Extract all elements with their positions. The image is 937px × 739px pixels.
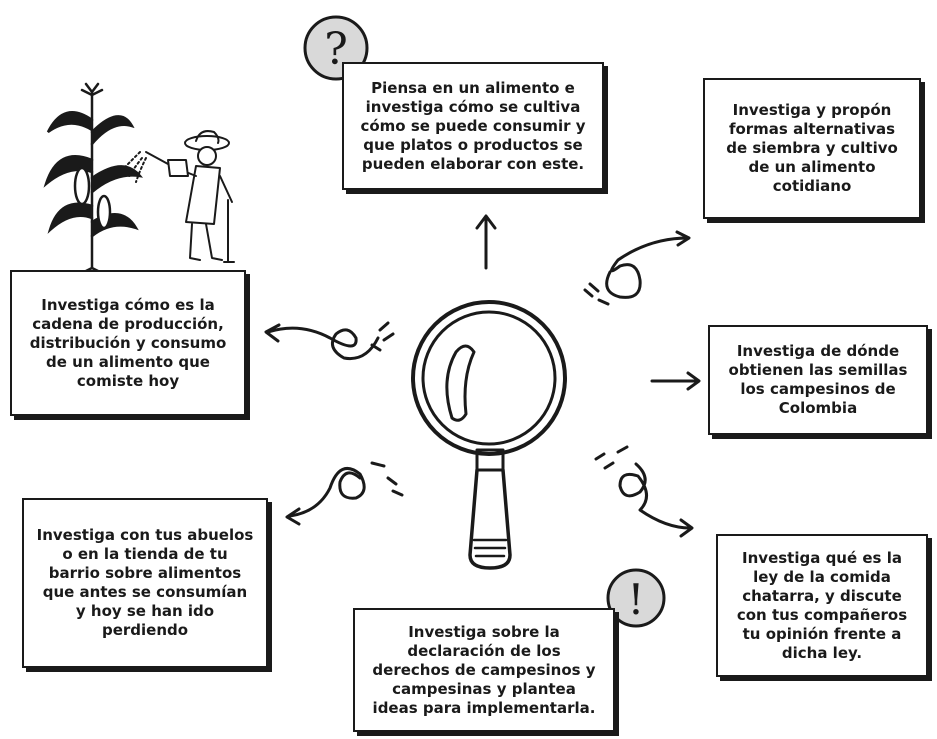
arrow-right <box>650 371 701 391</box>
exclamation-badge-text: ! <box>628 575 645 624</box>
card-bottom: Investiga sobre la declaración de los de… <box>353 608 615 732</box>
arrows <box>264 214 701 538</box>
card-right: Investiga de dónde obtienen las semillas… <box>708 325 928 435</box>
card-bottom-text: Investiga sobre la declaración de los de… <box>372 622 596 717</box>
card-top-right-text: Investiga y propón formas alternativas d… <box>726 101 898 195</box>
exclamation-mark-icon: ! <box>606 568 666 628</box>
arrow-left-curly <box>264 321 395 361</box>
card-left: Investiga cómo es la cadena de producció… <box>10 270 246 416</box>
card-left-text: Investiga cómo es la cadena de producció… <box>29 295 227 390</box>
card-top-text: Piensa en un alimento e investiga cómo s… <box>360 78 586 173</box>
card-bottom-left: Investiga con tus abuelos o en la tienda… <box>22 498 268 668</box>
corn-plant-icon <box>43 82 144 274</box>
card-bottom-right-text: Investiga qué es la ley de la comida cha… <box>736 548 908 662</box>
card-right-text: Investiga de dónde obtienen las semillas… <box>728 342 908 417</box>
magnifying-glass-icon <box>411 300 567 570</box>
card-top: Piensa en un alimento e investiga cómo s… <box>342 62 604 190</box>
question-badge-text: ? <box>324 24 348 75</box>
arrow-up <box>475 214 497 270</box>
card-bottom-left-text: Investiga con tus abuelos o en la tienda… <box>36 526 254 639</box>
arrow-bottom-right-curly <box>594 445 694 538</box>
arrow-top-right-curly <box>583 230 691 306</box>
card-bottom-right: Investiga qué es la ley de la comida cha… <box>716 534 928 677</box>
farmer-watering-icon <box>123 130 235 263</box>
card-top-right: Investiga y propón formas alternativas d… <box>703 78 921 219</box>
arrow-bottom-left-curly <box>285 461 404 526</box>
